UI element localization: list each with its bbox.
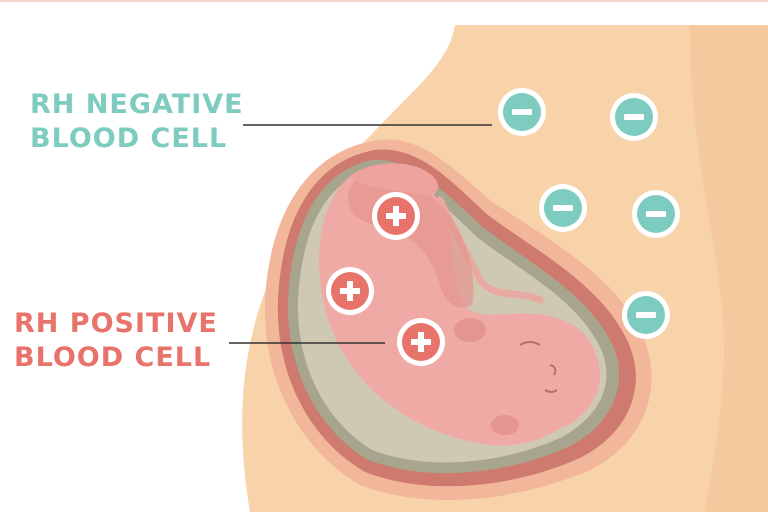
- rh-positive-cell: [397, 318, 445, 366]
- mother-body-shade: [690, 25, 768, 512]
- fetus-eye: [519, 341, 541, 346]
- plus-icon: [411, 332, 431, 352]
- rh-positive-cell: [372, 192, 420, 240]
- rh-negative-label-line1: RH NEGATIVE: [30, 89, 244, 120]
- fetus-nose: [549, 364, 557, 376]
- rh-negative-cell: [632, 190, 680, 238]
- rh-negative-cell: [610, 93, 658, 141]
- rh-positive-label: RH POSITIVE BLOOD CELL: [14, 307, 218, 375]
- minus-icon: [553, 205, 573, 211]
- plus-icon: [386, 206, 406, 226]
- minus-icon: [646, 211, 666, 217]
- rh-positive-cell: [326, 267, 374, 315]
- fetus-hand: [454, 318, 486, 342]
- rh-negative-label-line2: BLOOD CELL: [30, 123, 228, 154]
- fetus-head: [470, 317, 600, 433]
- rh-positive-label-line2: BLOOD CELL: [14, 342, 212, 373]
- negative-cell-group: [498, 88, 680, 339]
- top-border: [0, 0, 768, 2]
- rh-negative-cell: [539, 184, 587, 232]
- fetus-mouth: [544, 389, 558, 393]
- minus-icon: [512, 109, 532, 115]
- rh-negative-cell: [622, 291, 670, 339]
- fetus-foot: [350, 163, 439, 196]
- positive-cell-group: [326, 192, 445, 366]
- fetus-ear: [491, 415, 519, 435]
- minus-icon: [636, 312, 656, 318]
- minus-icon: [624, 114, 644, 120]
- rh-negative-cell: [498, 88, 546, 136]
- rh-negative-label: RH NEGATIVE BLOOD CELL: [30, 88, 244, 156]
- rh-positive-label-line1: RH POSITIVE: [14, 308, 218, 339]
- plus-icon: [340, 281, 360, 301]
